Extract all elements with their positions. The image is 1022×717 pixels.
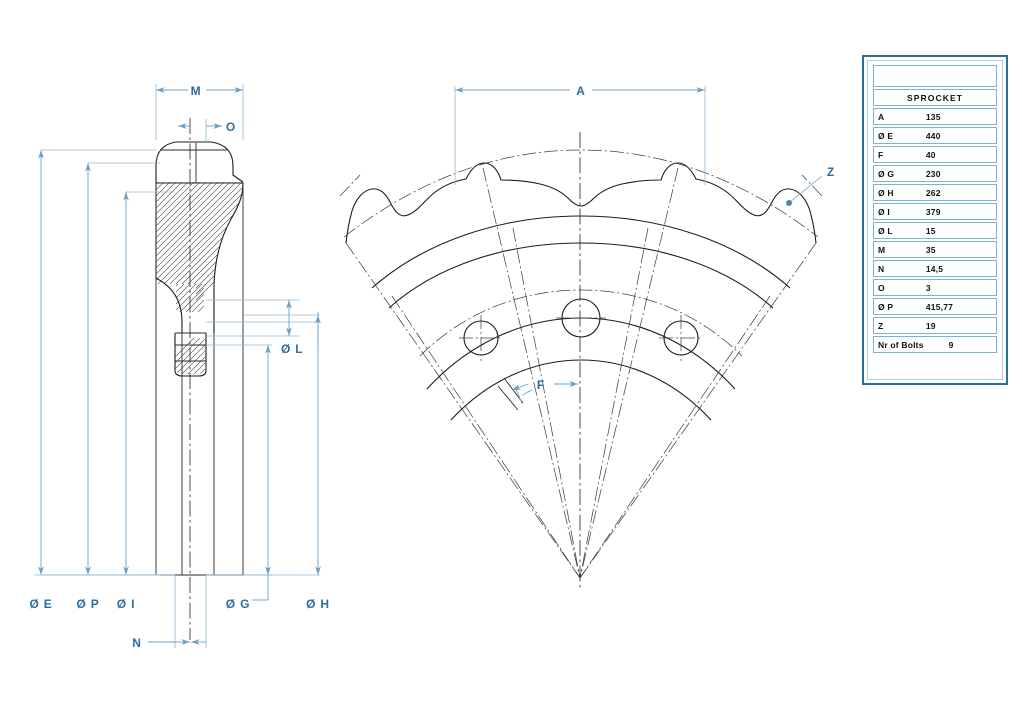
spec-row-G: Ø G 230 [873,165,997,182]
spec-row-N: N 14,5 [873,260,997,277]
spec-symbol-O: O [878,282,885,293]
dimension-labels: M O Ø L Ø E Ø P Ø I Ø G Ø H N A F Z [29,84,835,650]
spec-value-A: 135 [925,111,941,122]
spec-row-A: A 135 [873,108,997,125]
spec-value-H: 262 [925,187,941,198]
spec-value-L: 15 [925,225,936,236]
spec-symbol-I: Ø I [878,206,890,217]
section-hatching-lower [175,338,205,374]
dim-label-Z: Z [827,165,835,179]
section-view-geometry [155,118,244,640]
dim-label-OE: Ø E [29,597,52,611]
spec-row-E: Ø E 440 [873,127,997,144]
spec-symbol-F: F [878,149,884,160]
spec-symbol-A: A [878,111,885,122]
dim-label-A: A [576,84,585,98]
spec-symbol-G: Ø G [878,168,895,179]
spec-value-G: 230 [925,168,941,179]
spec-symbol-N: N [878,263,885,274]
spec-symbol-H: Ø H [878,187,894,198]
spec-table-inner: SPROCKET A 135 Ø E 440 F 40 Ø G 230 Ø H … [867,60,1003,380]
spec-value-P: 415,77 [925,301,954,312]
spec-symbol-P: Ø P [878,301,894,312]
spec-row-Z: Z 19 [873,317,997,334]
spec-row-P: Ø P 415,77 [873,298,997,315]
spec-symbol-L: Ø L [878,225,893,236]
dim-label-N: N [132,636,141,650]
dim-label-OL: Ø L [281,342,303,356]
spec-value-Z: 19 [925,320,936,331]
dim-label-M: M [191,84,202,98]
section-hatching-upper [156,182,243,301]
spec-row-M: M 35 [873,241,997,258]
dim-label-OP: Ø P [76,597,99,611]
section-view-dimensions [34,84,321,648]
dim-label-OI: Ø I [117,597,135,611]
plan-view-dimensions [454,86,823,404]
dim-label-F: F [537,378,545,392]
spec-row-F: F 40 [873,146,997,163]
spec-row-O: O 3 [873,279,997,296]
spec-symbol-nr-of-bolts: Nr of Bolts [878,339,924,350]
spec-value-O: 3 [925,282,931,293]
spec-row-L: Ø L 15 [873,222,997,239]
dim-label-OH: Ø H [306,597,330,611]
spec-symbol-M: M [878,244,886,255]
sprocket-spec-table: SPROCKET A 135 Ø E 440 F 40 Ø G 230 Ø H … [862,55,1008,385]
spec-row-nr-of-bolts: Nr of Bolts 9 [873,336,997,353]
spec-value-E: 440 [925,130,941,141]
spec-row-H: Ø H 262 [873,184,997,201]
spec-row-I: Ø I 379 [873,203,997,220]
dim-label-O: O [226,120,236,134]
spec-value-I: 379 [925,206,941,217]
spec-title-text: SPROCKET [906,92,964,103]
plan-view-geometry [339,132,823,590]
spec-symbol-Z: Z [878,320,884,331]
spec-value-N: 14,5 [925,263,944,274]
spec-symbol-E: Ø E [878,130,894,141]
spec-value-nr-of-bolts: 9 [948,339,954,350]
dim-label-OG: Ø G [226,597,250,611]
spec-value-F: 40 [925,149,936,160]
spec-value-M: 35 [925,244,936,255]
spec-row-title: SPROCKET [873,89,997,106]
spec-row-blank [873,65,997,87]
